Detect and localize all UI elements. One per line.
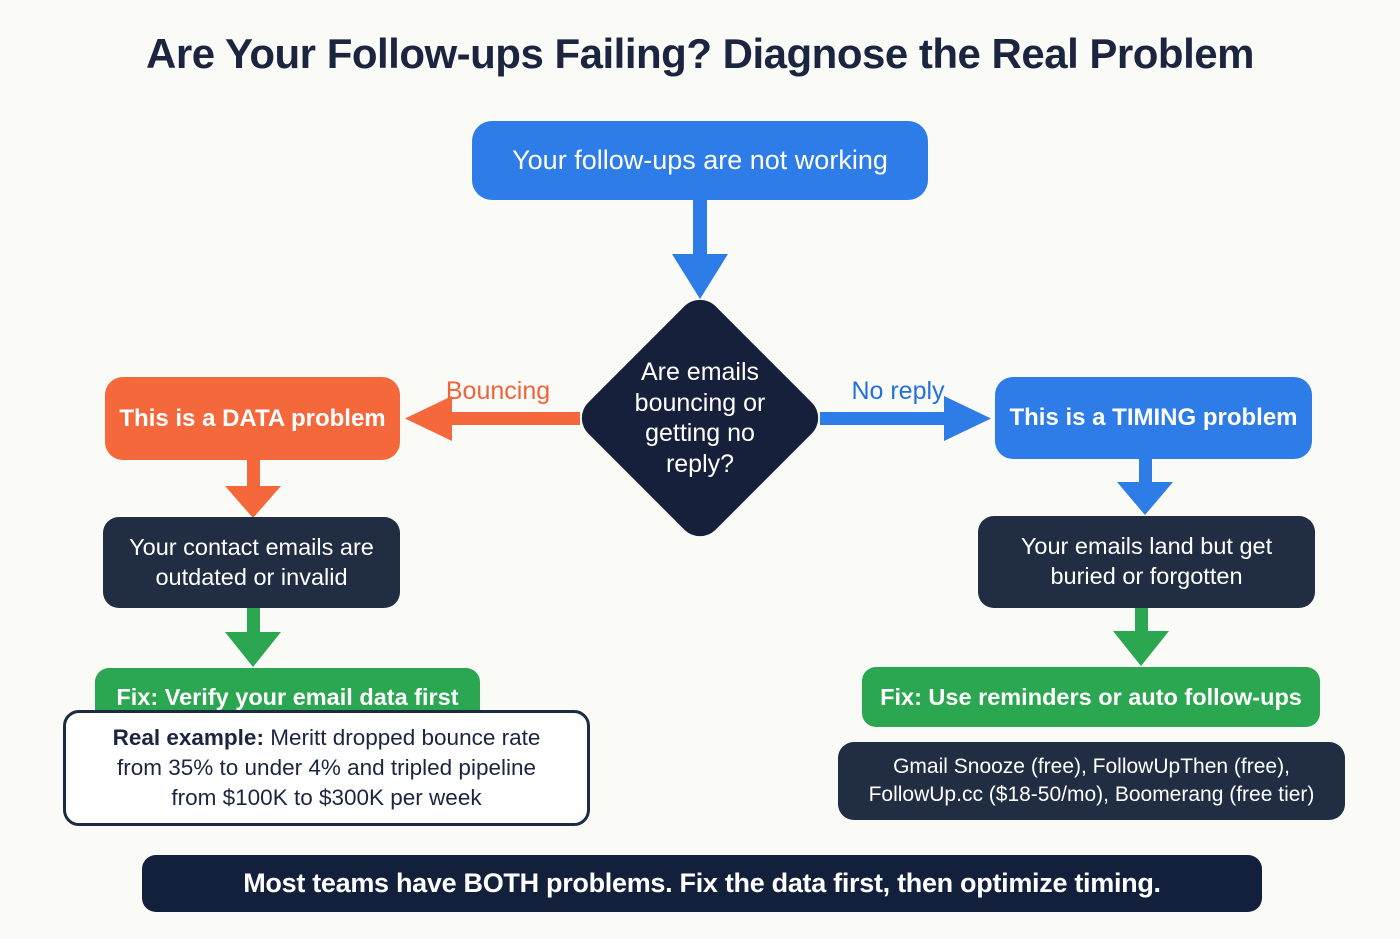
timing-problem-label: This is a TIMING problem: [1009, 404, 1298, 431]
arrow-timing-to-cause: [1117, 453, 1173, 515]
node-start-label: Your follow-ups are not working: [512, 145, 888, 175]
decision-label: Are emails bouncing or getting no reply?: [634, 358, 766, 478]
node-data-cause: Your contact emails are outdated or inva…: [103, 517, 400, 608]
node-decision: Are emails bouncing or getting no reply?: [598, 340, 802, 496]
node-start: Your follow-ups are not working: [472, 121, 928, 200]
edge-label-bouncing: Bouncing: [445, 377, 551, 405]
example-line-1-rest: Meritt dropped bounce rate: [270, 725, 541, 751]
data-cause-line-2: outdated or invalid: [155, 563, 348, 590]
example-line-3: from $100K to $300K per week: [171, 784, 482, 810]
example-prefix: Real example:: [112, 725, 264, 751]
node-timing-tools: Gmail Snooze (free), FollowUpThen (free)…: [838, 742, 1345, 820]
arrow-cause-to-fix-left: [225, 605, 281, 667]
node-timing-cause: Your emails land but get buried or forgo…: [978, 516, 1315, 608]
node-timing-problem: This is a TIMING problem: [995, 377, 1312, 459]
example-line-1: Real example: Meritt dropped bounce rate: [113, 723, 541, 753]
example-line-2: from 35% to under 4% and tripled pipelin…: [116, 755, 536, 781]
arrow-decision-to-data: [405, 396, 580, 441]
footer-banner: Most teams have BOTH problems. Fix the d…: [142, 855, 1262, 912]
tools-line-2: FollowUp.cc ($18-50/mo), Boomerang (free…: [868, 783, 1315, 806]
arrow-cause-to-fix-right: [1113, 605, 1169, 666]
tools-line-1: Gmail Snooze (free), FollowUpThen (free)…: [893, 755, 1290, 779]
arrow-start-to-decision: [672, 197, 728, 299]
data-problem-label: This is a DATA problem: [119, 404, 386, 432]
node-data-problem: This is a DATA problem: [105, 377, 400, 460]
arrow-decision-to-timing: [820, 396, 991, 441]
page-title: Are Your Follow-ups Failing? Diagnose th…: [146, 30, 1254, 77]
real-example-callout: Real example: Meritt dropped bounce rate…: [63, 710, 590, 826]
data-cause-line-1: Your contact emails are: [129, 533, 374, 560]
arrow-data-to-cause: [225, 455, 281, 518]
timing-cause-line-2: buried or forgotten: [1050, 563, 1243, 589]
timing-cause-line-1: Your emails land but get: [1020, 533, 1273, 560]
footer-banner-label: Most teams have BOTH problems. Fix the d…: [243, 868, 1161, 898]
node-timing-fix: Fix: Use reminders or auto follow-ups: [862, 667, 1320, 727]
edge-label-no-reply: No reply: [851, 377, 945, 405]
timing-fix-label: Fix: Use reminders or auto follow-ups: [880, 683, 1302, 710]
data-fix-label: Fix: Verify your email data first: [116, 683, 459, 710]
